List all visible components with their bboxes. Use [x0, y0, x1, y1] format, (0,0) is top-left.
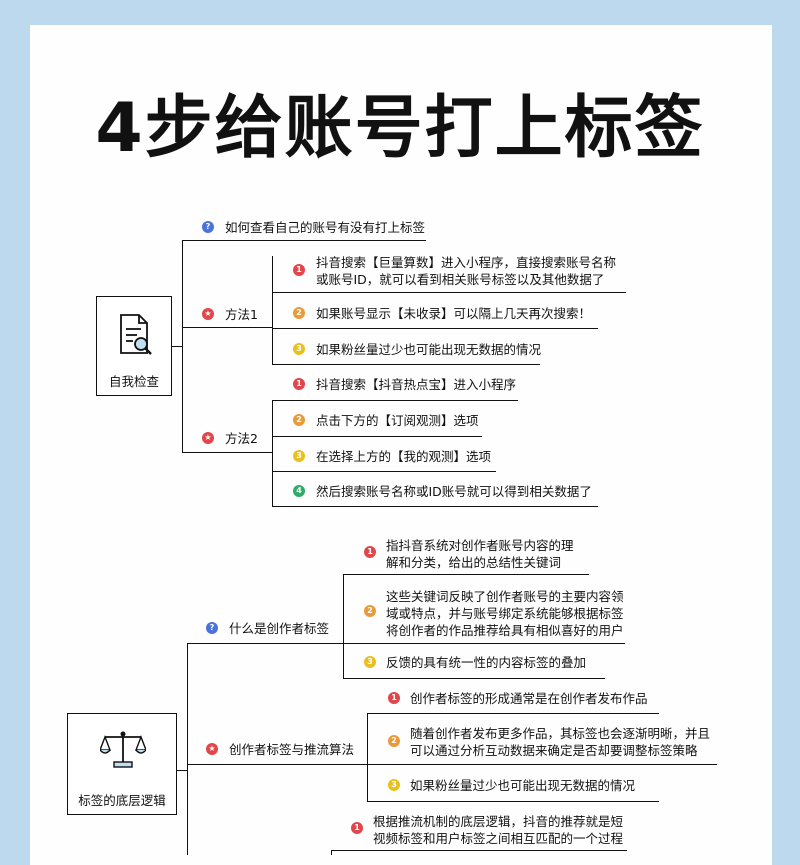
- number-1-icon: 1: [293, 264, 305, 276]
- method2-item4: 然后搜索账号名称或ID账号就可以得到相关数据了: [316, 484, 592, 499]
- star-icon: ★: [206, 743, 218, 755]
- tag-logic-box: 标签的底层逻辑: [67, 713, 177, 815]
- question-icon: ?: [202, 221, 214, 233]
- method1-item1-line2: 或账号ID，就可以看到相关账号标签以及其他数据了: [316, 272, 605, 287]
- question-icon: ?: [206, 622, 218, 634]
- method1-item2: 如果账号显示【未收录】可以隔上几天再次搜索！: [316, 306, 592, 321]
- number-2-icon: 2: [364, 605, 376, 617]
- number-3-icon: 3: [364, 656, 376, 668]
- number-1-icon: 1: [364, 546, 376, 558]
- number-1-icon: 1: [293, 378, 305, 390]
- number-3-icon: 3: [293, 450, 305, 462]
- number-1-icon: 1: [388, 692, 400, 704]
- branch1-item2-line2: 域或特点，并与账号绑定系统能够根据标签: [386, 606, 624, 621]
- balance-scale-icon: [100, 731, 146, 768]
- method2-item1: 抖音搜索【抖音热点宝】进入小程序: [316, 377, 517, 392]
- branch1-item2-line3: 将创作者的作品推荐给具有相似喜好的用户: [386, 623, 624, 638]
- branch2-item2-line2: 可以通过分析互动数据来确定是否却要调整标签策略: [410, 743, 698, 758]
- tag-logic-label: 标签的底层逻辑: [78, 793, 166, 808]
- branch1-item1-line2: 解和分类，给出的总结性关键词: [386, 555, 562, 570]
- number-1-icon: 1: [351, 822, 363, 834]
- method2-item2: 点击下方的【订阅观测】选项: [316, 413, 479, 428]
- branch2-item1: 创作者标签的形成通常是在创作者发布作品: [410, 691, 648, 706]
- page-title: 4步给账号打上标签: [95, 89, 705, 168]
- branch2-item3: 如果粉丝量过少也可能出现无数据的情况: [410, 778, 636, 793]
- method2-label: 方法2: [225, 431, 258, 446]
- self-check-label: 自我检查: [108, 374, 159, 389]
- branch1-item1-line1: 指抖音系统对创作者账号内容的理: [386, 538, 574, 553]
- branch1-item2-line1: 这些关键词反映了创作者账号的主要内容领: [386, 589, 624, 604]
- star-icon: ★: [202, 432, 214, 444]
- branch1-item3: 反馈的具有统一性的内容标签的叠加: [386, 655, 587, 670]
- star-icon: ★: [202, 308, 214, 320]
- method2-item3: 在选择上方的【我的观测】选项: [316, 449, 492, 464]
- number-3-icon: 3: [293, 343, 305, 355]
- number-2-icon: 2: [293, 414, 305, 426]
- method1-item3: 如果粉丝量过少也可能出现无数据的情况: [316, 342, 542, 357]
- number-2-icon: 2: [388, 735, 400, 747]
- branch3-item1-line1: 根据推流机制的底层逻辑，抖音的推荐就是短: [373, 814, 624, 829]
- number-2-icon: 2: [293, 307, 305, 319]
- branch2-item2-line1: 随着创作者发布更多作品，其标签也会逐渐明晰，并且: [410, 726, 711, 741]
- method1-item1-line1: 抖音搜索【巨量算数】进入小程序，直接搜索账号名称: [316, 255, 617, 270]
- number-3-icon: 3: [388, 779, 400, 791]
- branch1-label: 什么是创作者标签: [229, 621, 330, 636]
- number-4-icon: 4: [293, 485, 305, 497]
- question-text: 如何查看自己的账号有没有打上标签: [225, 220, 426, 235]
- method1-label: 方法1: [225, 307, 258, 322]
- document-search-icon: [120, 314, 152, 355]
- branch3-item1-line2: 视频标签和用户标签之间相互匹配的一个过程: [373, 831, 624, 846]
- branch2-label: 创作者标签与推流算法: [229, 742, 355, 757]
- self-check-box: 自我检查: [96, 296, 172, 396]
